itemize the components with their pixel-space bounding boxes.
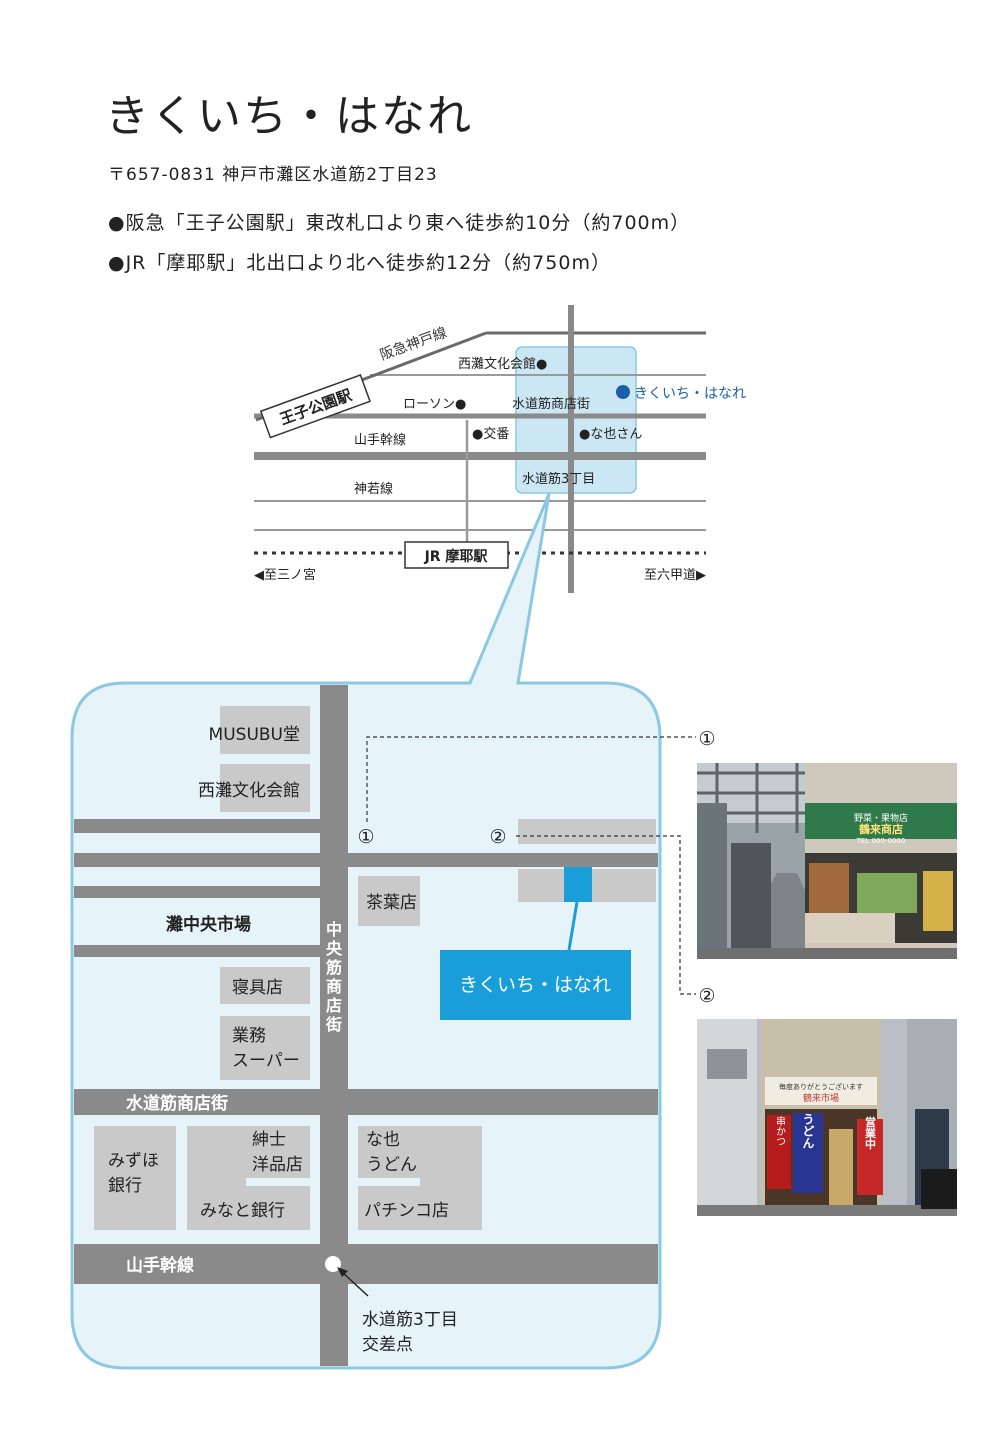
label-shinshi-1: 紳士	[252, 1130, 286, 1150]
road-h3-left	[74, 886, 320, 898]
label-intersection: 水道筋3丁目	[522, 471, 595, 487]
label-central-street-4: 商	[326, 977, 342, 996]
block-gyomu	[220, 1016, 310, 1080]
label-kikuichi: きくいち・はなれ	[634, 386, 746, 402]
overview-map: 阪急神戸線 王子公園駅 西灘文化会館● ローソン● 水道筋商店街 きくいち・はな…	[254, 305, 746, 593]
label-kikuichi-detail: きくいち・はなれ	[459, 974, 611, 996]
access-jr: ●JR「摩耶駅」北出口より北へ徒歩約12分（約750m）	[108, 252, 611, 274]
kikuichi-box	[440, 950, 631, 1020]
label-police-box: ●交番	[472, 426, 509, 442]
label-crossing-1: 水道筋3丁目	[362, 1310, 458, 1330]
crossing-marker	[325, 1256, 341, 1272]
label-gyomu-2: スーパー	[232, 1051, 300, 1071]
label-pachinko: パチンコ店	[364, 1201, 449, 1221]
label-crossing-2: 交差点	[362, 1335, 413, 1355]
label-central-street-5: 店	[326, 996, 342, 1015]
kikuichi-pointer	[567, 901, 579, 951]
block-musubu	[220, 706, 310, 754]
photo-2-sign-top: 毎度ありがとうございます	[779, 1082, 863, 1091]
photo-1: 野菜・果物店 鶴来商店 TEL 000-0000	[697, 763, 957, 959]
leader-2	[516, 835, 696, 995]
photo-1-sign-tel: TEL 000-0000	[856, 837, 906, 845]
label-yamate: 山手幹線	[354, 432, 406, 448]
label-yamate-detail: 山手幹線	[126, 1255, 194, 1276]
label-suidosuji: 水道筋商店街	[126, 1093, 228, 1114]
label-central-street-1: 中	[326, 920, 342, 939]
photo-2-illustration: 毎度ありがとうございます 鶴来市場 串かつ うどん 営業中	[697, 1019, 957, 1216]
road-h1-left	[74, 819, 320, 833]
photo-1-sign-name: 鶴来商店	[859, 822, 903, 836]
label-shopping-street: 水道筋商店街	[512, 396, 590, 412]
detail-map: MUSUBU堂 西灘文化会館 茶葉店 灘中央市場 寝具店 業務 スーパー 中 央…	[70, 493, 716, 1370]
road-h2	[74, 853, 658, 867]
label-shinshi-2: 洋品店	[252, 1155, 303, 1175]
label-musubu: MUSUBU堂	[209, 725, 300, 745]
label-to-rokko: 至六甲道▶	[644, 568, 706, 583]
label-mizuho-2: 銀行	[108, 1176, 142, 1196]
label-jr-maya: JR 摩耶駅	[424, 548, 489, 565]
block-mizuho	[94, 1126, 176, 1230]
label-kanwaka: 神若線	[354, 481, 393, 497]
marker-2-photo: ②	[698, 985, 715, 1007]
block-shingu	[220, 967, 310, 1004]
road-suidosuji	[74, 1089, 658, 1115]
crossing-pointer	[341, 1271, 369, 1297]
label-central-street-3: 筋	[325, 958, 342, 977]
photo-2-banner-2: うどん	[801, 1113, 815, 1149]
label-central-street-2: 央	[326, 939, 343, 958]
address: 〒657-0831 神戸市灘区水道筋2丁目23	[108, 165, 438, 185]
label-to-sannomiya: ◀至三ノ宮	[254, 567, 316, 583]
block-chaba	[358, 876, 420, 926]
label-shingu: 寝具店	[232, 977, 283, 998]
photo-1-sign-top: 野菜・果物店	[854, 812, 908, 824]
label-nayaudon-1: な也	[366, 1130, 400, 1150]
label-nayasan: ●な也さん	[579, 427, 642, 442]
photo-2: 毎度ありがとうございます 鶴来市場 串かつ うどん 営業中	[697, 1019, 957, 1216]
marker-1-photo: ①	[698, 728, 715, 750]
block-top-right	[518, 819, 656, 844]
label-lawson: ローソン●	[403, 397, 466, 412]
kikuichi-building	[564, 867, 592, 902]
marker-1-map: ①	[357, 826, 374, 848]
road-yamate-detail	[74, 1244, 658, 1284]
road-h4-left	[74, 945, 320, 957]
photo-2-sign-name: 鶴来市場	[803, 1092, 839, 1104]
kikuichi-marker	[616, 385, 630, 399]
page-title: きくいち・はなれ	[105, 91, 473, 142]
label-minato: みなと銀行	[200, 1201, 285, 1221]
label-mizuho-1: みずほ	[108, 1151, 159, 1171]
label-nayaudon-2: うどん	[366, 1155, 417, 1175]
oji-station-box: 王子公園駅	[259, 374, 371, 439]
label-hankyu: 阪急神戸線	[378, 325, 449, 364]
block-nayaudon	[358, 1126, 416, 1176]
label-central-street-6: 街	[325, 1015, 342, 1034]
crossing-arrowhead	[337, 1267, 348, 1277]
leader-1	[366, 736, 696, 822]
photo-2-banner-3: 営業中	[864, 1115, 878, 1150]
label-market: 灘中央市場	[166, 914, 251, 935]
block-bunka	[220, 764, 310, 812]
marker-2-map: ②	[489, 826, 506, 848]
label-bunka: 西灘文化会館	[198, 781, 300, 801]
photo-1-illustration: 野菜・果物店 鶴来商店 TEL 000-0000	[697, 763, 957, 959]
jr-station-box	[404, 541, 509, 569]
block-shinshi	[250, 1126, 310, 1176]
access-hankyu: ●阪急「王子公園駅」東改札口より東へ徒歩約10分（約700m）	[108, 212, 691, 234]
label-chaba: 茶葉店	[366, 893, 417, 913]
label-nishinada-bunka: 西灘文化会館●	[458, 357, 547, 372]
photo-2-banner-1: 串かつ	[774, 1116, 786, 1146]
label-gyomu-1: 業務	[232, 1026, 266, 1046]
